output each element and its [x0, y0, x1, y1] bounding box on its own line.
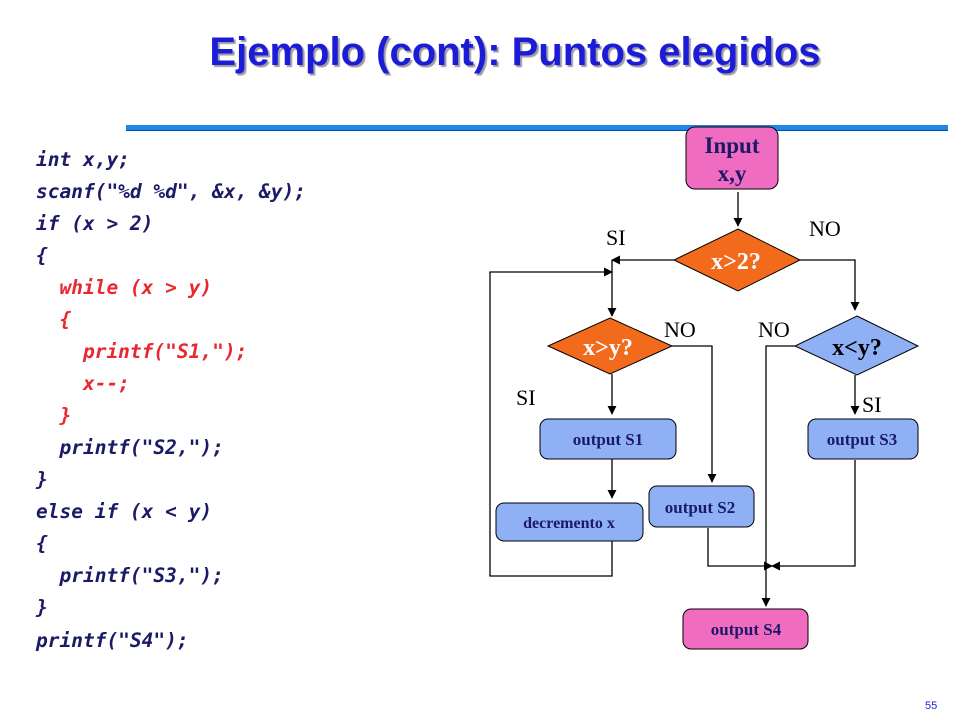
node-output-s1: output S1	[539, 418, 677, 460]
label-no-1: NO	[809, 216, 841, 241]
label-no-2: NO	[664, 317, 696, 342]
edge-loop-back	[489, 267, 613, 577]
node-output-s2-label: output S2	[665, 498, 735, 517]
title-underline	[126, 125, 948, 131]
node-input-label-2: x,y	[718, 161, 747, 186]
page-number: 55	[925, 700, 938, 712]
code-line: }	[36, 468, 48, 491]
node-output-s1-label: output S1	[573, 430, 643, 449]
node-output-s3-label: output S3	[827, 430, 897, 449]
label-si-2: SI	[516, 385, 536, 410]
edge-decision3-no	[761, 345, 795, 607]
node-output-s4-label: output S4	[711, 620, 782, 639]
code-line: }	[36, 596, 48, 619]
label-si-3: SI	[862, 392, 882, 417]
edge-s3-to-s4	[771, 460, 856, 571]
code-line: while (x > y)	[36, 276, 213, 299]
decision-x-lt-y-label: x<y?	[832, 335, 882, 361]
node-input-label-1: Input	[705, 133, 760, 158]
flowchart-connectors	[489, 192, 860, 607]
edge-s2-to-s4	[707, 528, 773, 571]
code-line: printf("S4");	[36, 629, 189, 652]
decision-x-gt-2-label: x>2?	[711, 249, 761, 275]
code-line: {	[36, 532, 48, 555]
decision-x-gt-y-label: x>y?	[583, 335, 633, 361]
node-input: Input x,y	[685, 126, 779, 190]
decision-x-gt-y: x>y?	[546, 317, 674, 375]
code-line: {	[36, 308, 72, 331]
label-si-1: SI	[606, 225, 626, 250]
code-line: {	[36, 244, 48, 267]
code-line: x--;	[36, 372, 130, 395]
code-line: printf("S3,");	[36, 564, 224, 587]
code-line: printf("S1,");	[36, 340, 248, 363]
node-decremento-x-label: decremento x	[523, 515, 615, 532]
node-output-s4: output S4	[682, 608, 809, 650]
node-output-s2: output S2	[648, 485, 755, 528]
code-line: }	[36, 404, 72, 427]
node-decremento-x: decremento x	[495, 502, 644, 542]
code-line: if (x > 2)	[36, 212, 154, 235]
slide-title: Ejemplo (cont): Puntos elegidos	[209, 30, 821, 74]
node-output-s3: output S3	[807, 418, 919, 460]
edge-decision2-no	[672, 345, 717, 483]
decision-x-lt-y: x<y?	[793, 315, 920, 376]
code-line: printf("S2,");	[36, 436, 224, 459]
code-line: else if (x < y)	[36, 500, 213, 523]
label-no-3: NO	[758, 317, 790, 342]
code-line: scanf("%d %d", &x, &y);	[36, 180, 307, 203]
decision-x-gt-2: x>2?	[672, 228, 802, 292]
code-line: int x,y;	[36, 148, 130, 171]
edge-decision1-no	[800, 259, 860, 311]
